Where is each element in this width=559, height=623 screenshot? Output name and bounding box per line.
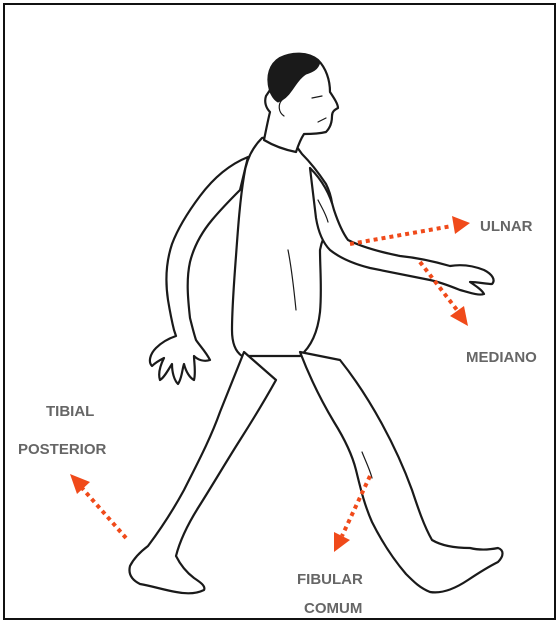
label-mediano: MEDIANO — [466, 350, 537, 365]
label-tibial: TIBIAL — [46, 404, 94, 419]
label-fibular: FIBULAR — [297, 572, 363, 587]
label-comum: COMUM — [304, 601, 362, 616]
label-posterior: POSTERIOR — [18, 442, 106, 457]
label-ulnar: ULNAR — [480, 219, 533, 234]
